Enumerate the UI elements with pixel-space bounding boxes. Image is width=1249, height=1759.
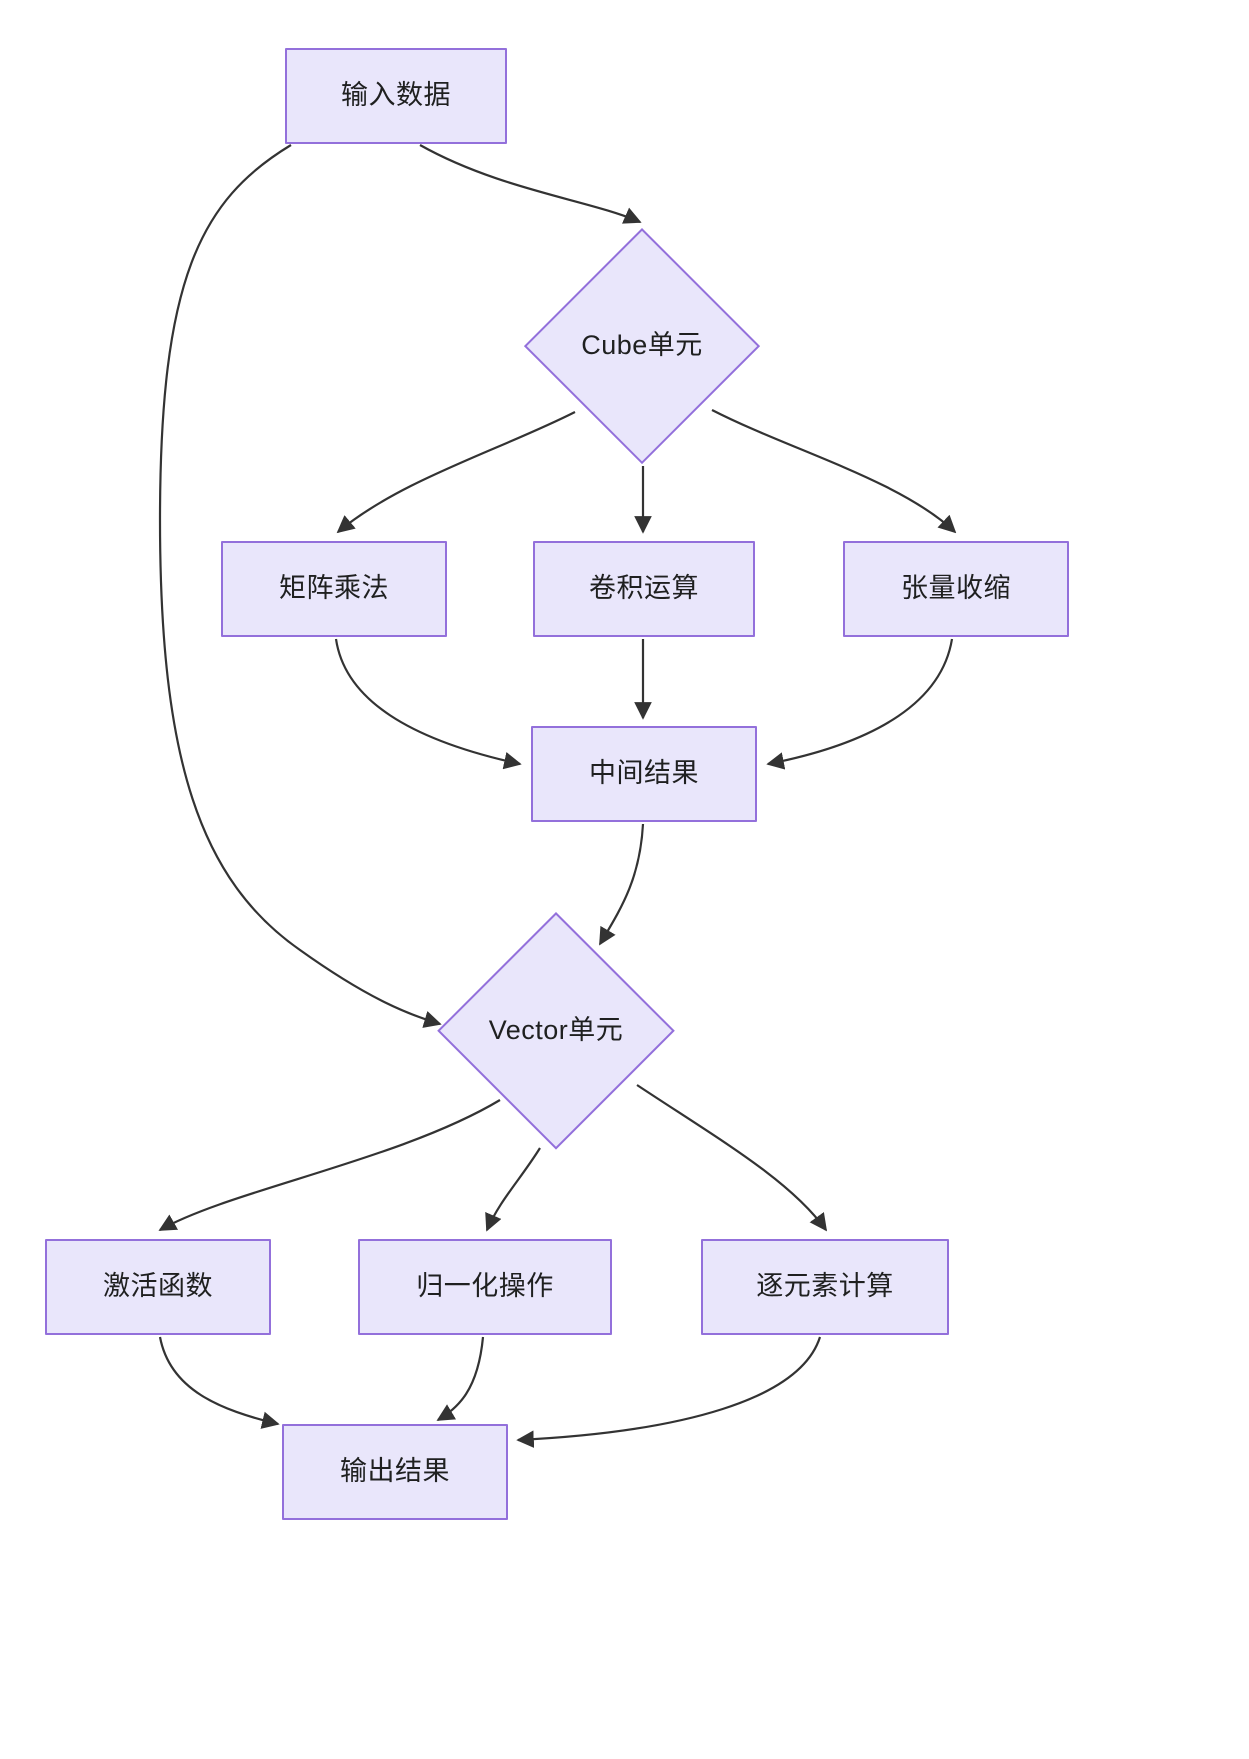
node-tensor-contraction[interactable]: 张量收缩 <box>843 541 1069 637</box>
node-label: 激活函数 <box>103 1271 213 1302</box>
node-normalization[interactable]: 归一化操作 <box>358 1239 612 1335</box>
edge-vector-to-normalize <box>485 1147 541 1232</box>
node-label: 输出结果 <box>340 1456 450 1487</box>
node-label: 张量收缩 <box>901 573 1011 604</box>
node-label: 输入数据 <box>341 80 451 111</box>
edge-normalize-to-output <box>436 1336 485 1421</box>
edge-activation-to-output <box>158 1336 280 1429</box>
node-input-data[interactable]: 输入数据 <box>285 48 507 144</box>
node-label: 中间结果 <box>589 758 699 789</box>
node-output-result[interactable]: 输出结果 <box>282 1424 508 1520</box>
node-label: 归一化操作 <box>416 1271 554 1302</box>
node-label: 矩阵乘法 <box>279 573 389 604</box>
edge-contract-to-intermediate <box>766 638 954 770</box>
node-intermediate-result[interactable]: 中间结果 <box>531 726 757 822</box>
node-activation-function[interactable]: 激活函数 <box>45 1239 271 1335</box>
edge-matmul-to-intermediate <box>334 638 522 770</box>
node-cube-unit[interactable]: Cube单元 <box>524 228 760 464</box>
node-convolution[interactable]: 卷积运算 <box>533 541 755 637</box>
node-elementwise-computation[interactable]: 逐元素计算 <box>701 1239 949 1335</box>
node-matrix-multiplication[interactable]: 矩阵乘法 <box>221 541 447 637</box>
node-label: 逐元素计算 <box>756 1271 894 1302</box>
edge-input-to-cube <box>419 144 642 224</box>
node-vector-unit[interactable]: Vector单元 <box>437 912 675 1150</box>
node-label: 卷积运算 <box>589 573 699 604</box>
node-label: Cube单元 <box>581 330 703 361</box>
node-label: Vector单元 <box>488 1015 624 1046</box>
edge-elementwise-to-output <box>516 1336 822 1449</box>
